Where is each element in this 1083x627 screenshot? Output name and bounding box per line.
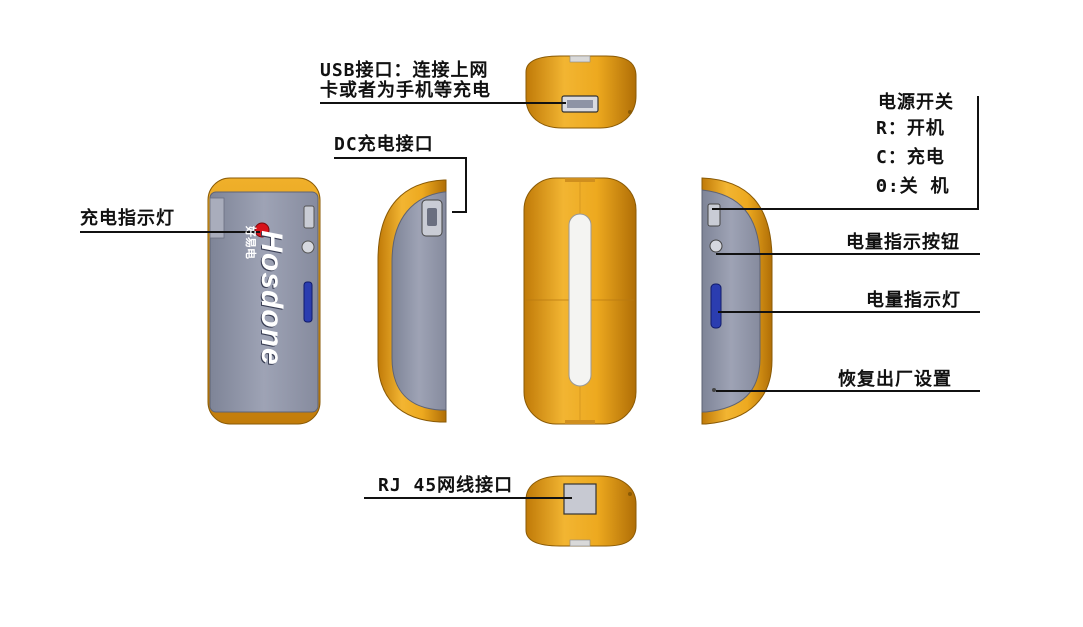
- power-switch-leader: [712, 96, 979, 210]
- leader-lines: [80, 96, 980, 499]
- side-power-switch: [707, 203, 721, 227]
- battery-button: [301, 240, 315, 254]
- top-view: [525, 55, 637, 129]
- label-usb-line1: USB接口：连接上网: [320, 60, 489, 81]
- power-switch: [303, 205, 315, 229]
- label-battery-button: 电量指示按钮: [846, 232, 960, 253]
- bottom-view: [525, 475, 637, 547]
- label-battery-indicator: 电量指示灯: [866, 290, 961, 311]
- label-power-switch-c: C：充电: [876, 147, 945, 168]
- brand-logo-text: Hosdone: [255, 230, 288, 366]
- label-power-switch-off: Θ:关 机: [876, 176, 950, 197]
- label-rj45-port: RJ 45网线接口: [378, 475, 514, 496]
- dc-leader: [334, 157, 467, 213]
- label-power-switch-title: 电源开关: [878, 92, 954, 113]
- side-battery-led: [710, 283, 722, 329]
- charge-indicator-led: [254, 222, 270, 238]
- right-side-view: [701, 177, 773, 425]
- label-usb-line2: 卡或者为手机等充电: [320, 80, 491, 101]
- side-battery-button: [709, 239, 723, 253]
- reset-hole: [712, 388, 716, 392]
- back-view: [523, 177, 637, 425]
- left-side-view: [377, 179, 447, 423]
- battery-led-strip: [303, 281, 313, 323]
- front-view: [207, 177, 321, 425]
- label-power-switch-r: R：开机: [876, 118, 945, 139]
- label-factory-reset: 恢复出厂设置: [838, 369, 952, 390]
- label-dc-port: DC充电接口: [334, 134, 434, 155]
- label-charge-indicator: 充电指示灯: [80, 208, 175, 229]
